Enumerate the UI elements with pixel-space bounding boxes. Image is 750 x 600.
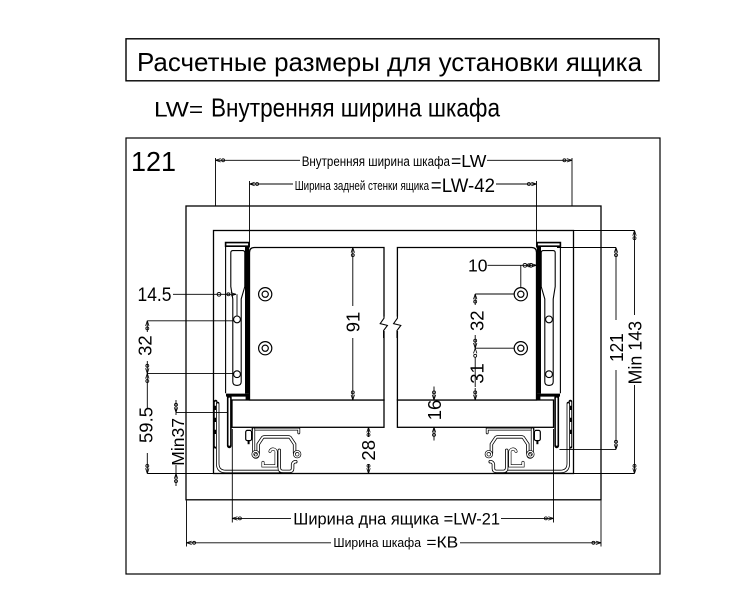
svg-text:Min 143: Min 143 (625, 321, 646, 385)
svg-text:59.5: 59.5 (136, 407, 157, 443)
svg-text:121: 121 (606, 333, 627, 362)
svg-text:16: 16 (424, 400, 445, 421)
svg-text:Внутренняя ширина шкафа: Внутренняя ширина шкафа (211, 93, 500, 123)
svg-text:Ширина задней стенки ящика: Ширина задней стенки ящика (295, 178, 430, 193)
svg-text:Ширина дна ящика =LW-21: Ширина дна ящика =LW-21 (293, 509, 500, 528)
svg-text:Min37: Min37 (168, 418, 188, 466)
svg-text:28: 28 (358, 440, 379, 461)
svg-text:14.5: 14.5 (138, 285, 172, 306)
svg-text:LW=: LW= (154, 99, 203, 122)
svg-text:31: 31 (467, 363, 488, 384)
svg-text:=КВ: =КВ (426, 534, 458, 551)
svg-text:91: 91 (343, 312, 364, 333)
svg-text:Расчетные размеры для установк: Расчетные размеры для установки ящика (137, 47, 643, 77)
svg-text:10: 10 (468, 255, 488, 275)
svg-text:=LW-42: =LW-42 (431, 176, 495, 197)
svg-text:Ширина шкафа: Ширина шкафа (333, 536, 421, 550)
svg-text:32: 32 (467, 310, 488, 331)
svg-text:32: 32 (135, 335, 156, 356)
svg-text:=LW: =LW (451, 151, 487, 171)
svg-text:121: 121 (131, 146, 176, 177)
svg-text:Внутренняя ширина шкафа: Внутренняя ширина шкафа (302, 154, 451, 169)
